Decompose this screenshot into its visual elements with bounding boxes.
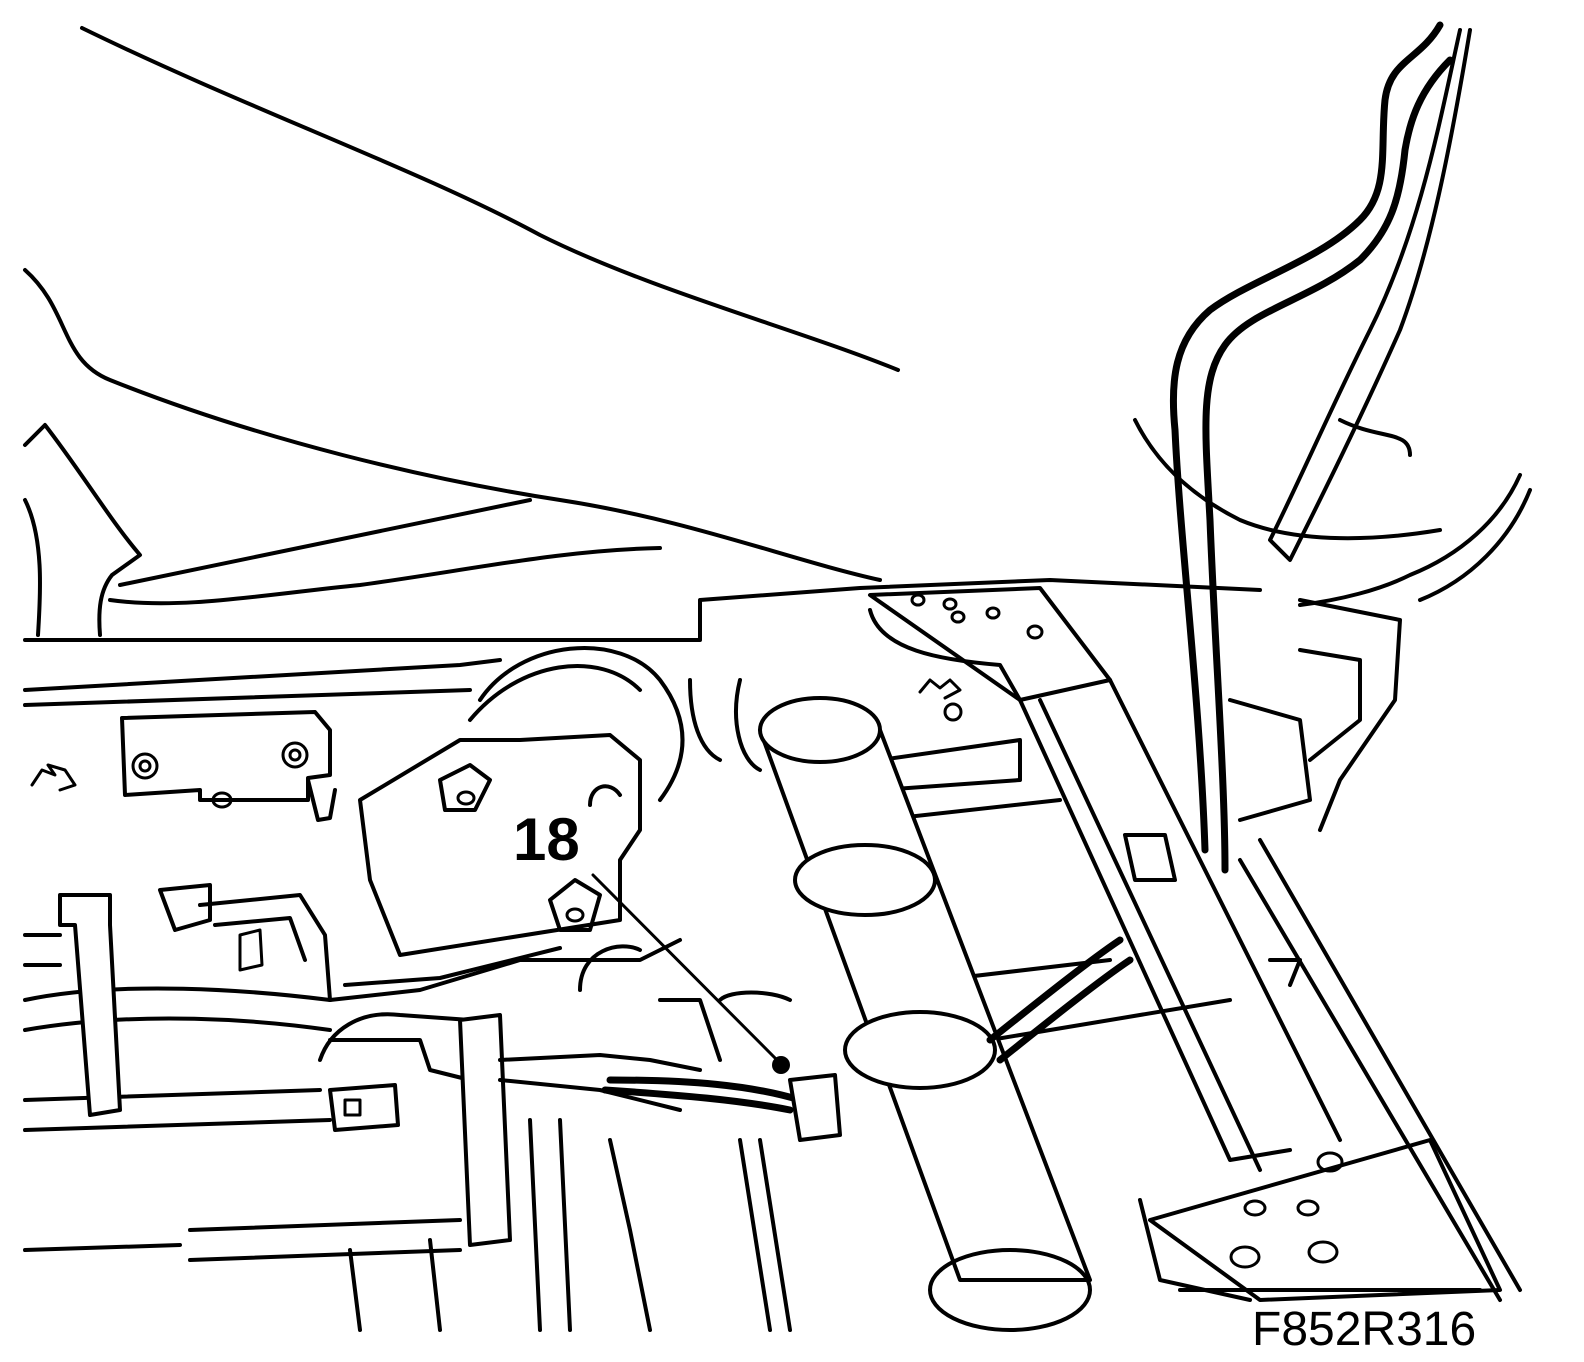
rail-holes: [910, 593, 1344, 1269]
seat-frame-rail: [23, 586, 1522, 1302]
seat-cover-outline: [23, 26, 1532, 642]
central-tube: [688, 678, 1092, 1332]
figure-id: F852R316: [1252, 1303, 1476, 1356]
upper-harness-right: [1169, 21, 1472, 874]
callout-18: 18: [513, 806, 790, 1074]
callout-label: 18: [513, 806, 580, 873]
lower-harness: [23, 883, 1134, 1332]
motor-housing: [358, 645, 685, 992]
left-mounting-bracket: [30, 678, 962, 822]
